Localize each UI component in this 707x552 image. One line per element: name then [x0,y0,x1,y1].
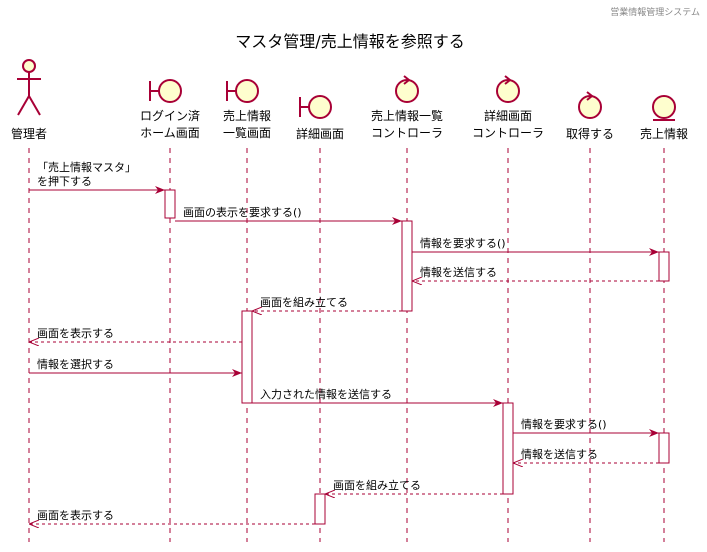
control-circle [496,79,520,103]
entity-icon [652,95,676,121]
actor-leg-left [17,95,30,116]
message-6: 画面を表示する [29,326,242,342]
message-label-11: 画面を組み立てる [333,478,421,492]
message-1: 「売上情報マスタ」を押下する [29,161,165,194]
system-name: 営業情報管理システム [610,6,700,18]
control-icon [496,75,520,103]
control-icon [578,91,602,119]
diagram-title: マスタ管理/売上情報を参照する [235,32,464,51]
participant-label-detctl: 詳細画面 [484,108,532,123]
message-8: 入力された情報を送信する [252,387,503,407]
control-arrow [403,75,411,85]
participant-label-login: ホーム画面 [140,126,200,140]
message-7: 情報を選択する [29,357,242,377]
participant-label-listctl: 売上情報一覧 [371,108,443,123]
message-label-1: 「売上情報マスタ」 [37,161,136,174]
message-label-1: を押下する [37,174,92,188]
participant-label-entity: 売上情報 [640,126,688,141]
message-2: 画面の表示を要求する() [175,205,402,225]
message-label-6: 画面を表示する [37,326,114,340]
control-circle [395,79,419,103]
boundary-icon [299,95,332,119]
participant-detail: 詳細画面 [296,95,344,141]
activation-bar-detctl [502,402,514,495]
boundary-circle [235,79,259,103]
participant-label-listctl: コントローラ [371,126,443,140]
participant-entity: 売上情報 [640,95,688,141]
boundary-icon [149,79,182,103]
activation-bar-entity [658,251,670,282]
message-label-12: 画面を表示する [37,508,114,522]
control-icon [395,75,419,103]
participant-label-fetch: 取得する [566,126,614,141]
control-circle [578,95,602,119]
message-label-4: 情報を送信する [420,265,497,279]
entity-circle [652,95,676,119]
activation-bar-detail [314,493,326,525]
participant-fetch: 取得する [566,91,614,141]
control-arrow [504,75,512,85]
message-4: 情報を送信する [412,265,659,281]
message-label-3: 情報を要求する() [420,237,506,250]
participant-label-login: ログイン済 [140,108,200,123]
participant-label-detail: 詳細画面 [296,126,344,141]
boundary-circle [158,79,182,103]
actor-head [22,59,36,73]
actor-icon [17,59,41,116]
participant-label-actor: 管理者 [11,126,47,141]
message-11: 画面を組み立てる [325,478,503,494]
activation-bar-login [164,189,176,219]
message-5: 画面を組み立てる [252,295,402,311]
activation-bars [164,189,670,525]
boundary-circle [308,95,332,119]
message-label-8: 入力された情報を送信する [260,387,392,401]
message-label-2: 画面の表示を要求する() [183,205,302,219]
activation-bar-entity [658,432,670,464]
boundary-icon [226,79,259,103]
actor-leg-right [28,95,41,116]
message-9: 情報を要求する() [513,418,659,437]
message-10: 情報を送信する [513,447,659,463]
participants: 管理者ログイン済ホーム画面売上情報一覧画面詳細画面売上情報一覧コントローラ詳細画… [11,59,688,141]
activation-bar-listctl [401,220,413,312]
control-arrow [586,91,594,101]
message-label-9: 情報を要求する() [521,418,607,431]
message-label-10: 情報を送信する [521,447,598,461]
message-label-7: 情報を選択する [37,357,114,371]
message-label-5: 画面を組み立てる [260,295,348,309]
participant-actor: 管理者 [11,59,47,141]
activation-bar-list [241,310,253,404]
participant-label-list: 売上情報 [223,108,271,123]
participant-label-list: 一覧画面 [223,126,271,140]
message-12: 画面を表示する [29,508,315,524]
participant-label-detctl: コントローラ [472,126,544,140]
message-3: 情報を要求する() [412,237,659,256]
